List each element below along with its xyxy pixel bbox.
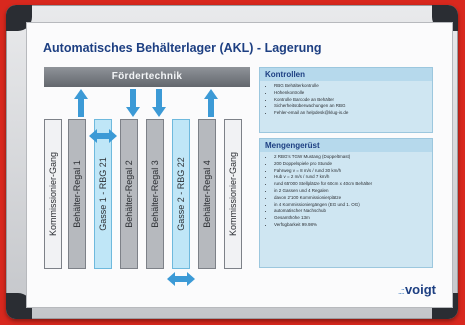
list-item: Hub v = 2 m/s / rund 7 km/h xyxy=(274,174,427,181)
kontrollen-list: RBG Behälterkontrolle Höhenkontrolle Kon… xyxy=(260,81,432,119)
list-item: Fahrweg v = 8 m/s / rund 30 km/h xyxy=(274,168,427,175)
column-regal-1: Behälter-Regal 1 xyxy=(68,119,86,269)
column-label: Kommissionier-Gang xyxy=(228,151,238,237)
column-label: Kommissionier-Gang xyxy=(48,151,58,237)
list-item: Gesamthöhe 13m xyxy=(274,215,427,222)
mengengeruest-list: 2 RBG's TGW Mustang (Doppeltmast) 200 Do… xyxy=(260,152,432,231)
left-right-arrow-icon xyxy=(89,129,117,143)
column-regal-4: Behälter-Regal 4 xyxy=(198,119,216,269)
list-item: Verfügbarkeit 99.98% xyxy=(274,222,427,229)
whiteboard-frame: Automatisches Behälterlager (AKL) - Lage… xyxy=(6,5,458,319)
mengengeruest-heading: Mengengerüst xyxy=(260,139,432,152)
down-arrow-icon xyxy=(126,89,140,117)
list-item: Fehler-email an helpdesk@klug-is.de xyxy=(274,110,427,117)
list-item: Sicherheitsüberwachungen an RBG xyxy=(274,103,427,110)
column-label: Behälter-Regal 2 xyxy=(124,160,134,228)
column-gasse-1: Gasse 1 - RBG 21 xyxy=(94,119,112,269)
list-item: 200 Doppelspiele pro Stunde xyxy=(274,161,427,168)
list-item: Höhenkontrolle xyxy=(274,90,427,97)
warehouse-diagram: Fördertechnik Kommissionier-Gang Behälte… xyxy=(44,67,250,289)
column-kommissionier-gang-left: Kommissionier-Gang xyxy=(44,119,62,269)
list-item: in 2 Gassen und 4 Regalen xyxy=(274,188,427,195)
presentation-board: Automatisches Behälterlager (AKL) - Lage… xyxy=(26,22,453,308)
column-gasse-2: Gasse 2 - RBG 22 xyxy=(172,119,190,269)
list-item: automatischer Nachschub xyxy=(274,208,427,215)
column-label: Gasse 1 - RBG 21 xyxy=(98,157,108,231)
list-item: Kontrolle Barcode an Behälter xyxy=(274,97,427,104)
column-regal-2: Behälter-Regal 2 xyxy=(120,119,138,269)
list-item: in 4 Kommissioniergängen (EG und 1. OG) xyxy=(274,202,427,209)
list-item: davon 2'100 Kommissionierplätze xyxy=(274,195,427,202)
voigt-logo: ..::voigt xyxy=(398,282,436,297)
page-title: Automatisches Behälterlager (AKL) - Lage… xyxy=(43,41,322,55)
list-item: 2 RBG's TGW Mustang (Doppeltmast) xyxy=(274,154,427,161)
left-right-arrow-icon xyxy=(167,272,195,286)
column-kommissionier-gang-right: Kommissionier-Gang xyxy=(224,119,242,269)
kontrollen-panel: Kontrollen RBG Behälterkontrolle Höhenko… xyxy=(259,67,433,133)
column-label: Behälter-Regal 4 xyxy=(202,160,212,228)
up-arrow-icon xyxy=(74,89,88,117)
logo-text: voigt xyxy=(404,282,436,297)
mengengeruest-panel: Mengengerüst 2 RBG's TGW Mustang (Doppel… xyxy=(259,138,433,268)
column-label: Behälter-Regal 3 xyxy=(150,160,160,228)
foerdertechnik-header: Fördertechnik xyxy=(44,67,250,87)
column-label: Gasse 2 - RBG 22 xyxy=(176,157,186,231)
kontrollen-heading: Kontrollen xyxy=(260,68,432,81)
up-arrow-icon xyxy=(204,89,218,117)
column-label: Behälter-Regal 1 xyxy=(72,160,82,228)
down-arrow-icon xyxy=(152,89,166,117)
column-regal-3: Behälter-Regal 3 xyxy=(146,119,164,269)
logo-marks: ..:: xyxy=(397,286,405,296)
list-item: RBG Behälterkontrolle xyxy=(274,83,427,90)
list-item: rund 65'000 Stellplätze für 60cm x 40cm … xyxy=(274,181,427,188)
